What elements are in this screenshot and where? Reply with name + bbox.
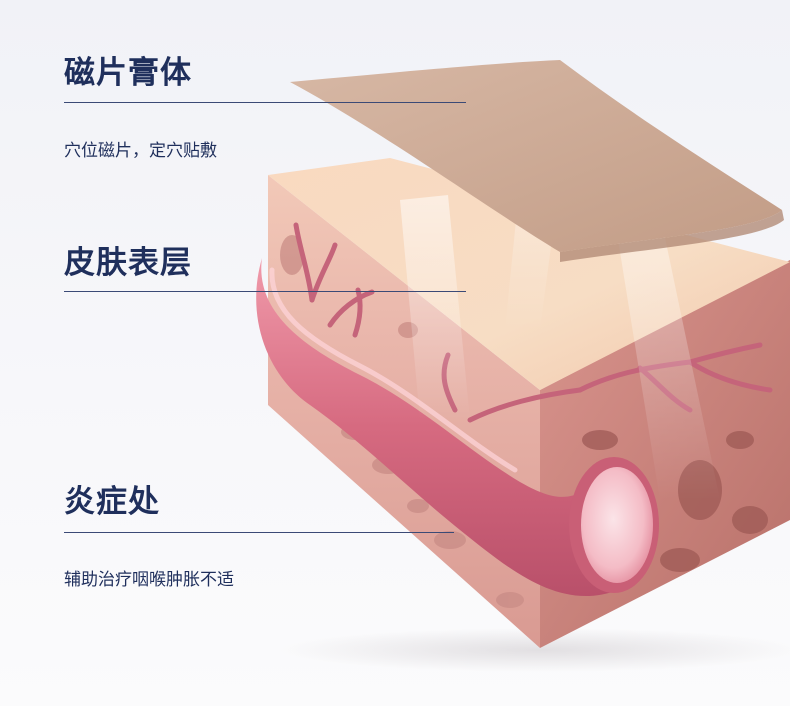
magnetic-patch-edge: [560, 210, 784, 262]
inflammation-divider: [64, 532, 454, 533]
blood-vessel: [256, 258, 618, 597]
magnetic-patch: [290, 60, 782, 252]
inflammation-description: 辅助治疗咽喉肿胀不适: [64, 570, 234, 590]
magnetic-beam: [400, 195, 470, 420]
skin-title: 皮肤表层: [64, 245, 192, 281]
magnetic-beam: [610, 190, 720, 500]
patch-description: 穴位磁片，定穴贴敷: [64, 141, 217, 161]
vessel-opening: [581, 467, 653, 583]
floor-shadow: [280, 628, 790, 672]
inflammation-title: 炎症处: [64, 484, 160, 520]
skin-divider: [64, 291, 466, 292]
patch-divider: [64, 102, 466, 103]
blood-vessel-highlight: [269, 267, 518, 473]
patch-title: 磁片膏体: [64, 55, 192, 91]
